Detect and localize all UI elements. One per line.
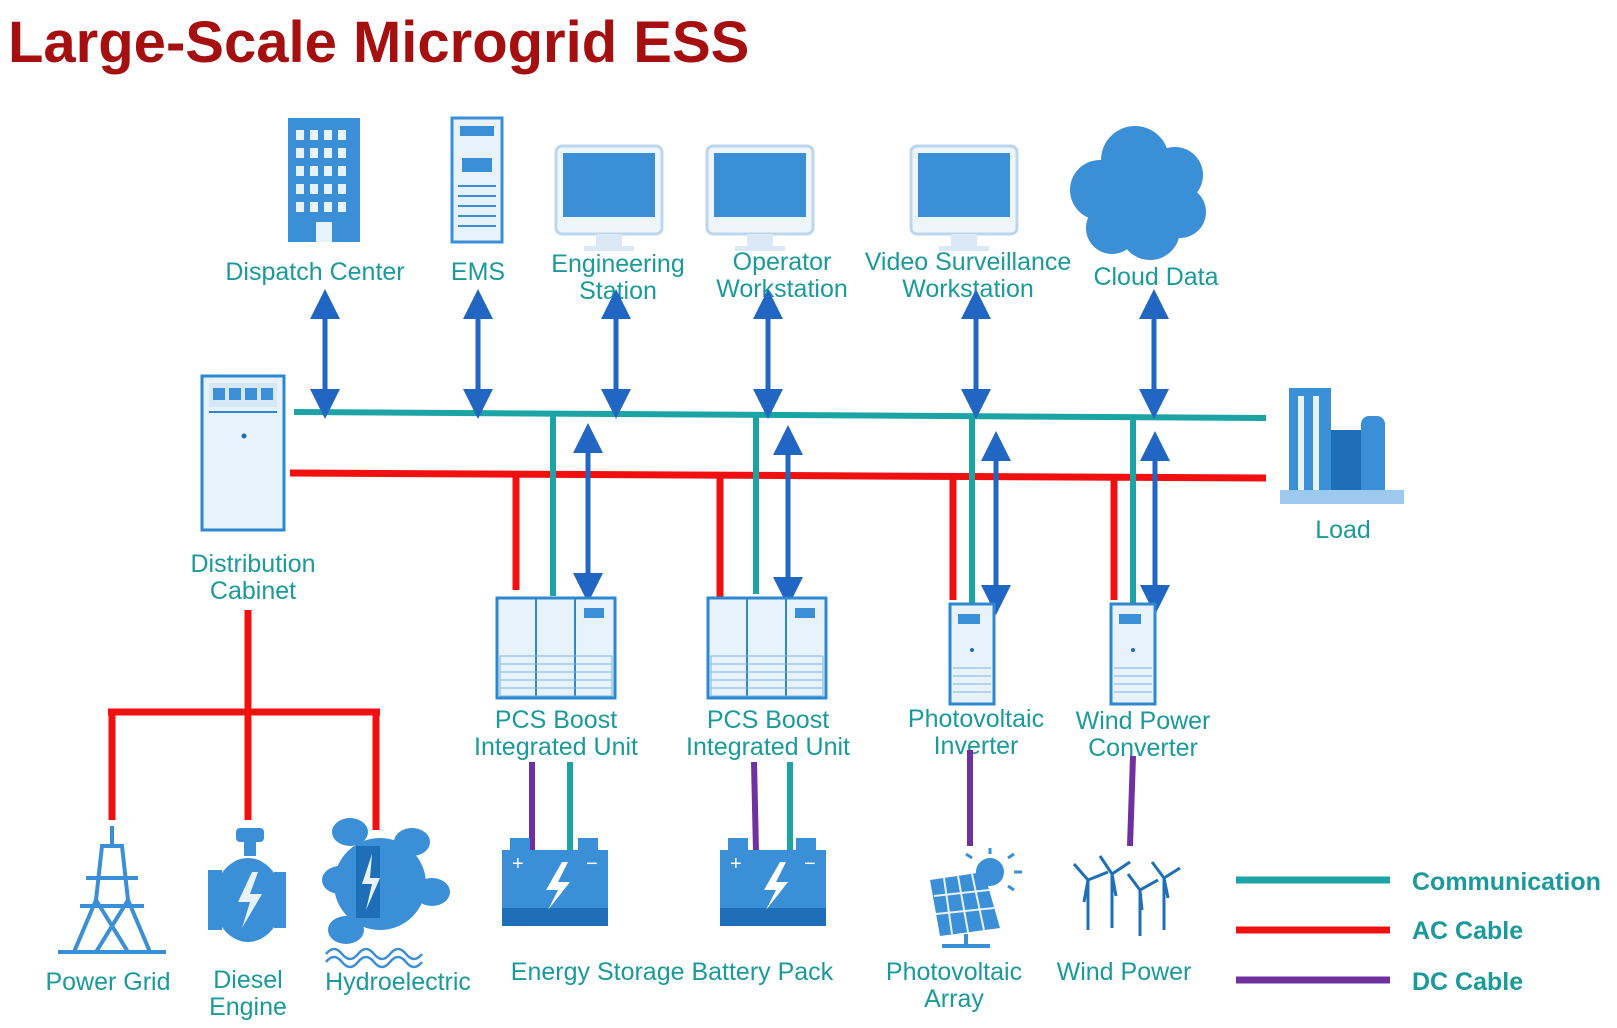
operator-workstation-label-1: Operator [733,248,832,276]
inverter-icon [1109,602,1157,706]
comm-link-arrows [310,289,1169,419]
pv-array-label-2: Array [924,985,984,1013]
dc-cables [529,750,1136,853]
building-icon [288,118,360,242]
cloud-icon [1070,126,1206,260]
legend-label-ac-cable: AC Cable [1412,917,1523,945]
ac-feeder [108,610,380,830]
pv-inverter-label-2: Inverter [934,732,1019,760]
power-grid-label: Power Grid [45,968,170,996]
svg-text:+: + [512,853,524,875]
factory-icon [1280,388,1404,504]
pcs2-label-1: PCS Boost [707,706,829,734]
video-surveillance-label-2: Workstation [902,275,1034,303]
svg-text:+: + [730,853,742,875]
cabinet-icon [200,374,286,532]
monitor-icon [554,144,664,251]
distribution-cabinet-label-2: Cabinet [210,577,296,605]
svg-text:−: − [586,853,598,875]
turbine-icon [322,818,450,969]
battery-pack-label: Energy Storage Battery Pack [511,958,834,986]
server-rack-icon [450,116,504,244]
page-title: Large-Scale Microgrid ESS [8,10,749,75]
pcs1-label-2: Integrated Unit [474,733,638,761]
diesel-engine-label-2: Engine [209,993,287,1021]
communication-bus [293,409,1267,421]
pcs2-label-2: Integrated Unit [686,733,850,761]
solar-panel-icon [930,848,1022,948]
operator-workstation-label-2: Workstation [716,275,848,303]
legend-label-communication: Communication [1412,868,1601,896]
pcs-cabinet-icon [495,596,617,700]
hydroelectric-label: Hydroelectric [325,968,471,996]
engineering-station-label-2: Station [579,277,657,305]
diesel-engine-label-1: Diesel [213,966,282,994]
monitor-icon [705,144,815,251]
pcs-cabinet-icon [706,596,828,700]
wind-power-label: Wind Power [1057,958,1192,986]
svg-text:−: − [804,853,816,875]
distribution-cabinet-label-1: Distribution [190,550,315,578]
ac-bus [289,469,1267,482]
cloud-data-label: Cloud Data [1093,263,1218,291]
wind-converter-label-1: Wind Power [1076,707,1211,735]
inverter-icon [948,602,996,706]
video-surveillance-label-1: Video Surveillance [865,248,1072,276]
dispatch-center-label: Dispatch Center [225,258,404,286]
pcs1-label-1: PCS Boost [495,706,617,734]
wind-converter-label-2: Converter [1088,734,1198,762]
engine-icon [208,828,286,942]
pv-inverter-label-1: Photovoltaic [908,705,1044,733]
wind-turbine-icon [1072,855,1181,936]
legend: Communication AC Cable DC Cable [1236,868,1601,996]
legend-label-dc-cable: DC Cable [1412,968,1523,996]
battery-icon: + − [502,838,608,926]
battery-icon: + − [720,838,826,926]
engineering-station-label-1: Engineering [551,250,684,278]
transmission-tower-icon [58,826,166,954]
ems-label: EMS [451,258,505,286]
monitor-icon [909,144,1019,251]
load-label: Load [1315,516,1371,544]
pv-array-label-1: Photovoltaic [886,958,1022,986]
